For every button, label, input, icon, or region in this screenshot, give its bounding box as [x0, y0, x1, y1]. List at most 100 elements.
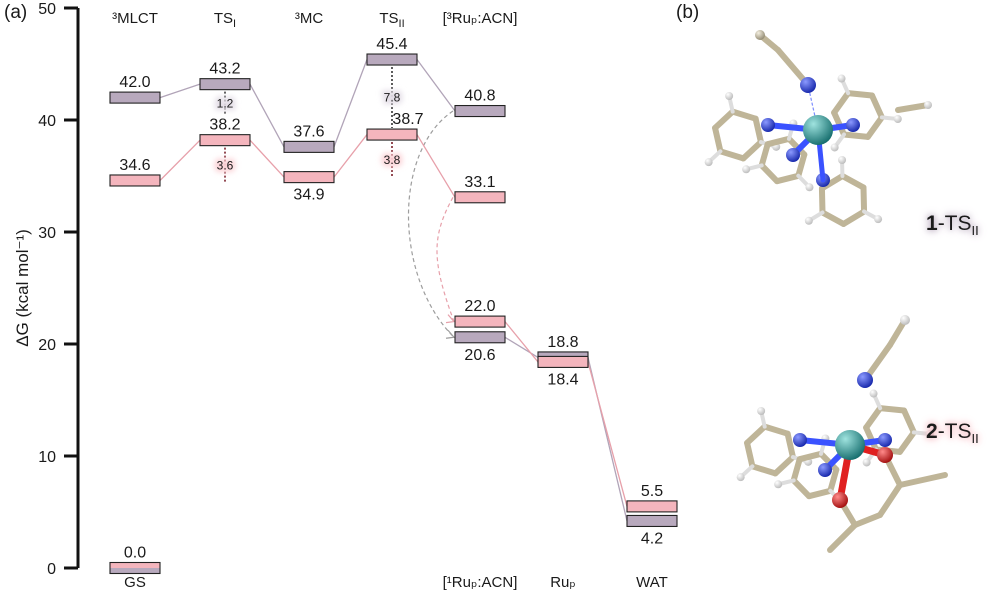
mol2-ring-b-bond-1 — [790, 477, 812, 500]
mol1-ring-d-bond-0 — [840, 208, 868, 227]
mol2-ring-a-bond-1 — [749, 463, 779, 477]
mol2-ring-c-h-4 — [869, 389, 878, 398]
mol2-ring-b-bond-4 — [818, 450, 840, 473]
barrier-label-1-ts1: 1.2 — [217, 97, 234, 111]
level-1-ts1 — [199, 78, 251, 91]
level-2-wat — [626, 500, 678, 513]
mol1-ring-b-bond-3 — [764, 135, 793, 148]
mol2-o2 — [832, 492, 848, 508]
mol1-ring-d-h-0 — [874, 215, 883, 224]
level-gs-bottom — [110, 568, 160, 574]
barrier-label-2-ts2: 3.8 — [384, 153, 401, 167]
molecule-label-1: 1-TSII — [926, 212, 979, 239]
mol2-ru — [835, 430, 865, 460]
connector-lines — [159, 59, 628, 522]
barrier-halo-2-ts2: 3.8 — [384, 153, 401, 167]
top-state-label-ts1: TSI — [214, 10, 236, 30]
bottom-state-label-rup_acn1: [¹Ruₚ:ACN] — [443, 574, 518, 591]
mol2-ring-b-bond-0 — [805, 487, 834, 500]
mol1-ring-a-bond-3 — [712, 108, 736, 131]
value-label-1-rup_acn3: 40.8 — [464, 88, 495, 105]
mol2-ring-a-bond-0 — [772, 454, 796, 477]
barrier-halo-1-ts2: 7.8 — [384, 91, 401, 105]
mol1-ring-c-bond-3 — [831, 90, 852, 116]
connector-1-ts2-rup_acn3 — [416, 59, 456, 112]
isc-arrow-1 — [408, 110, 455, 338]
mol1-ring-d-h-2 — [804, 216, 813, 225]
mol1-ring-b-h-0 — [805, 183, 814, 192]
value-label-1-ts1: 43.2 — [209, 61, 240, 78]
mol1-ring-c-h-4 — [837, 74, 846, 83]
connector-2-ts2-rup_acn3 — [416, 134, 456, 198]
bottom-state-label-wat: WAT — [636, 574, 668, 591]
value-label-1-mlct: 42.0 — [119, 74, 150, 91]
bottom-state-label-rup: Ruₚ — [550, 574, 576, 591]
connector-1-mlct-ts1 — [159, 83, 201, 99]
connector-2-mc-ts2 — [333, 134, 368, 178]
barrier-halo-1-ts1: 1.2 — [217, 97, 234, 111]
mol1-ring-c-h-2 — [830, 143, 839, 152]
connector-2-ts1-mc — [249, 139, 285, 178]
level-2-ts1 — [199, 134, 251, 147]
mol1-ring-b-bond-2 — [758, 141, 771, 169]
mol2-ring-a-bond-5 — [784, 430, 796, 461]
y-tick-label-0: 0 — [47, 561, 56, 578]
mol1-ring-a-bond-0 — [740, 139, 764, 162]
mol2-ring-c-h-2 — [862, 458, 871, 467]
mol2-acac-2 — [877, 482, 903, 518]
value-label-2-rup_acn1: 22.0 — [464, 298, 495, 315]
value-label-2-ts2: 38.7 — [392, 111, 423, 128]
mol1-ring-b-h-2 — [742, 165, 751, 174]
mol2-ring-c-bond-0 — [896, 429, 917, 455]
value-label-2-rup_acn3: 33.1 — [464, 174, 495, 191]
mol2-acn-h — [900, 315, 910, 325]
mol1-ring-c-bond-5 — [869, 92, 885, 121]
level-1-rup_acn3 — [454, 104, 506, 118]
mol2-n1 — [793, 433, 807, 447]
mol1-ring-a-bond-4 — [729, 108, 759, 122]
y-axis-label: ΔG (kcal mol⁻¹) — [13, 229, 32, 347]
mol2-ring-c-bond-5 — [901, 407, 917, 436]
value-label-gs: 0.0 — [124, 545, 146, 562]
barrier-label-1-ts2: 7.8 — [384, 91, 401, 105]
mol2-ring-b-bond-3 — [796, 450, 825, 463]
mol2-ring-b-bond-2 — [790, 456, 803, 484]
mol2-n2 — [878, 433, 892, 447]
mol1-ring-d-bond-1 — [819, 209, 847, 227]
level-2-mc — [283, 171, 335, 184]
level-1-ts2 — [366, 53, 418, 66]
value-label-2-ts1: 38.2 — [209, 117, 240, 134]
value-label-2-rup: 18.4 — [547, 371, 578, 388]
mol1-n3 — [786, 148, 800, 162]
mol1-ring-a-bond-2 — [712, 124, 724, 155]
mol1-ring-b-bond-5 — [795, 151, 808, 179]
mol2-acac-me2 — [827, 522, 858, 553]
level-1-mlct — [109, 91, 161, 104]
connector-2-rup_acn1-rup — [504, 321, 539, 363]
y-tick-label-10: 10 — [38, 449, 56, 466]
mol1-ring-b-bond-1 — [758, 162, 780, 185]
level-1-mc — [283, 140, 335, 153]
mol1-ring-c-h-0 — [893, 114, 902, 123]
y-tick-label-50: 50 — [38, 1, 56, 18]
mol1-ring-a-bond-1 — [717, 148, 747, 162]
mol1-ring-d-bond-5 — [860, 184, 868, 215]
value-label-1-rup_acn1: 20.6 — [464, 347, 495, 364]
isc-arrowhead-2 — [445, 314, 456, 324]
molecule-renderings — [704, 30, 948, 553]
isc-arrow-2 — [436, 196, 455, 322]
mol2-acac-me1 — [897, 472, 948, 488]
bottom-state-label-gs: GS — [124, 574, 146, 591]
mol1-acn-c — [755, 30, 765, 40]
isc-arrowhead-1 — [445, 329, 456, 339]
mol2-ring-a-bond-4 — [761, 423, 791, 437]
level-2-ts2 — [366, 128, 418, 141]
value-label-1-mc: 37.6 — [293, 123, 324, 140]
mol1-ring-c-bond-0 — [864, 114, 885, 140]
mol2-ring-b-bond-5 — [827, 466, 840, 494]
mol1-ring-c-bond-1 — [840, 131, 871, 140]
connector-2-rup-wat — [587, 361, 628, 507]
